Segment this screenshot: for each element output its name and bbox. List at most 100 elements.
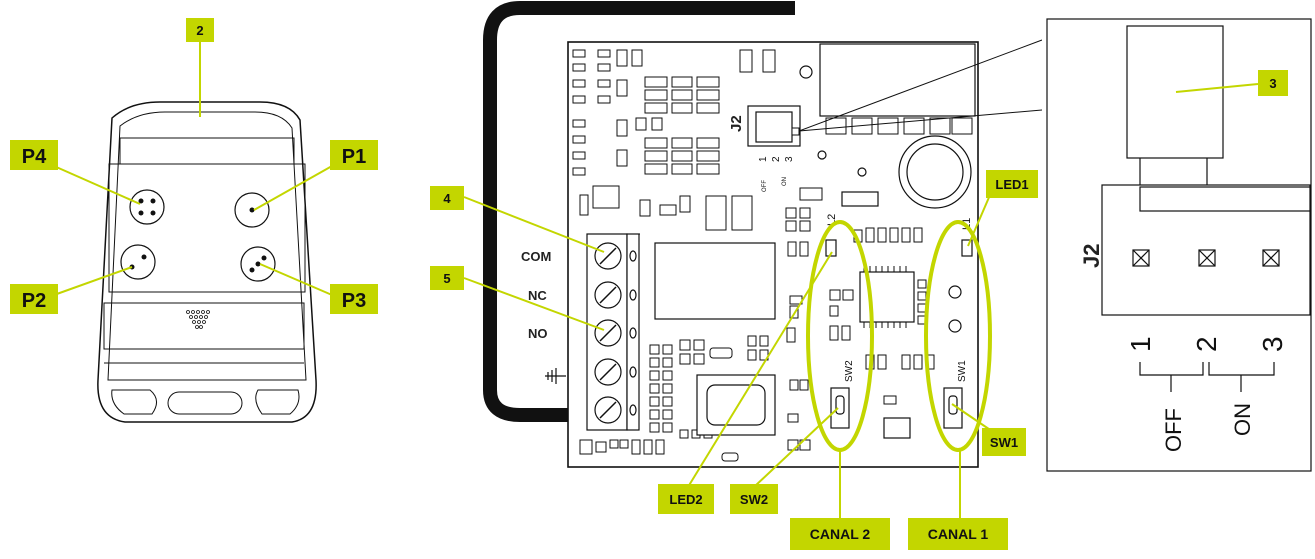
diode: [841, 191, 879, 207]
callout-4-text: 4: [443, 191, 451, 206]
button-p4[interactable]: [129, 189, 165, 225]
leader-p3: [259, 263, 333, 296]
remote-lower-panel: [103, 302, 305, 350]
leader-sw2: [753, 407, 839, 488]
channel-1-highlight: [924, 220, 992, 452]
led1: [961, 239, 973, 257]
board-sw2-label: SW2: [844, 360, 855, 382]
callout-canal2: CANAL 2: [790, 518, 890, 550]
button-p4-dot: [150, 198, 156, 204]
led-dots-icon: [186, 310, 210, 329]
radio-module: [819, 43, 976, 117]
leader-4: [463, 196, 605, 253]
board-jumper-pin-3: 3: [784, 156, 795, 162]
callout-p3-text: P3: [342, 290, 366, 312]
button-p4-dot: [138, 198, 144, 204]
remote-slot-center: [167, 391, 243, 415]
callout-4: 4: [430, 186, 464, 210]
callout-sw1-text: SW1: [990, 435, 1018, 450]
detail-pin-2: 2: [1191, 336, 1222, 352]
detail-off-label: OFF: [1161, 408, 1186, 452]
callout-5: 5: [430, 266, 464, 290]
terminal-screws: [594, 242, 637, 424]
via: [817, 150, 827, 160]
callout-2: 2: [186, 18, 214, 42]
relay: [654, 242, 776, 320]
detail-on-label: ON: [1230, 403, 1255, 436]
callout-p2-text: P2: [22, 290, 46, 312]
receiver-board: J2 1 2 3 OFF ON COM NC NO: [483, 0, 979, 468]
inductor-core: [706, 384, 766, 426]
via: [948, 285, 962, 299]
switch-sw1[interactable]: [943, 387, 963, 429]
board-j2-label: J2: [728, 115, 745, 132]
board-jumper-pin-1: 1: [758, 156, 769, 162]
board-jumper-j2[interactable]: [747, 105, 801, 147]
leader-3: [1175, 83, 1259, 93]
callout-p2: P2: [10, 284, 58, 314]
callout-5-text: 5: [443, 271, 450, 286]
button-p4-dot: [138, 210, 144, 216]
callout-sw2-text: SW2: [740, 492, 768, 507]
callout-canal1: CANAL 1: [908, 518, 1008, 550]
detail-pin-1: 1: [1125, 336, 1156, 352]
leader-led2: [687, 251, 833, 488]
zoom-gap-mask: [1042, 40, 1047, 110]
ground-icon: [545, 368, 566, 384]
callout-sw2: SW2: [730, 484, 778, 514]
leader-p2: [53, 266, 133, 296]
remote-button-panel: [108, 163, 306, 293]
buzzer-inner: [906, 143, 964, 201]
smd-resistor-array: [917, 279, 927, 325]
smd-parts-bottom-left: [579, 335, 769, 462]
terminal-label-com: COM: [521, 249, 551, 264]
via: [857, 167, 867, 177]
antenna-cable: [483, 0, 795, 422]
leader-p4: [53, 165, 141, 205]
remote-slot-right: [255, 389, 300, 415]
leader-led1: [967, 194, 991, 247]
board-sw1-label: SW1: [957, 360, 968, 382]
callout-p1: P1: [330, 140, 378, 170]
callout-p4: P4: [10, 140, 58, 170]
callout-led2-text: LED2: [669, 492, 702, 507]
jumper-header-bar: [1139, 186, 1311, 212]
callout-led1-text: LED1: [995, 177, 1028, 192]
button-p2-dot: [141, 254, 147, 260]
callout-p1-text: P1: [342, 146, 366, 168]
led2: [825, 239, 837, 257]
callout-led1: LED1: [986, 170, 1038, 198]
callout-led2: LED2: [658, 484, 714, 514]
jumper-cap: [1126, 25, 1224, 159]
callout-sw1: SW1: [982, 428, 1026, 456]
button-p2[interactable]: [120, 244, 156, 280]
board-jumper-off-label: OFF: [762, 180, 768, 192]
callout-p4-text: P4: [22, 146, 47, 168]
zoom-line-bottom: [798, 109, 1043, 132]
remote-body: [97, 101, 317, 423]
remote-slot-left: [111, 389, 157, 415]
switch-sw2[interactable]: [830, 387, 850, 429]
detail-brackets: [1139, 362, 1275, 392]
callout-canal2-text: CANAL 2: [810, 526, 871, 542]
callout-canal1-text: CANAL 1: [928, 526, 989, 542]
terminal-label-no: NO: [528, 326, 548, 341]
button-p3-dot: [261, 255, 267, 261]
button-p3-dot: [255, 261, 261, 267]
small-ic: [883, 417, 911, 439]
ic-pins: [863, 266, 907, 328]
board-jumper-on-label: ON: [782, 177, 788, 186]
board-jumper-pin-2: 2: [771, 156, 782, 162]
remote-inner-outline: [107, 111, 307, 381]
j2-detail-panel: J2 1 2 3 OFF ON: [1046, 18, 1312, 472]
callout-3-text: 3: [1269, 76, 1276, 91]
leader-5: [463, 277, 605, 331]
button-p4-dot: [150, 210, 156, 216]
callout-p3: P3: [330, 284, 378, 314]
button-p3-dot: [249, 267, 255, 273]
button-p1-dot: [249, 207, 255, 213]
jumper-pin-boxes: [1132, 249, 1280, 267]
leader-p1: [253, 165, 333, 211]
zoom-line-top: [798, 39, 1043, 132]
